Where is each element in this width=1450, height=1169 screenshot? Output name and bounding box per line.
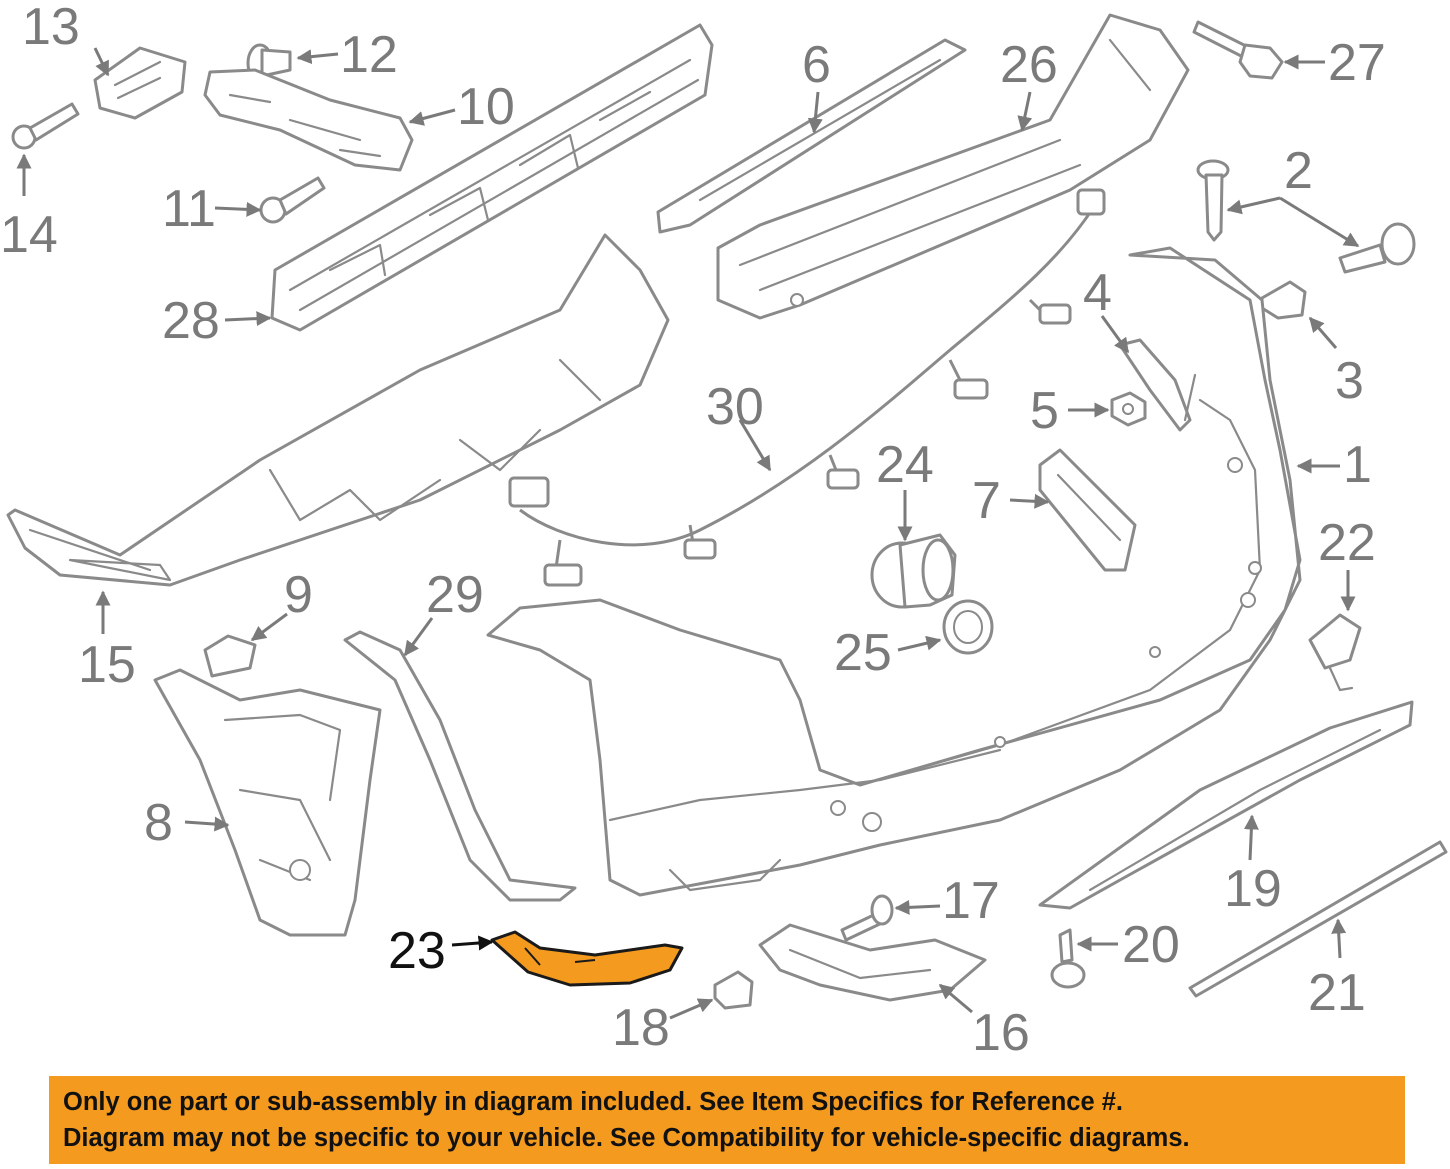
part-8-side-bracket bbox=[153, 668, 382, 937]
callout-29: 29 bbox=[426, 566, 484, 624]
callout-25: 25 bbox=[834, 624, 892, 682]
callout-9: 9 bbox=[284, 566, 313, 624]
callout-30: 30 bbox=[706, 378, 764, 436]
part-23-reflector bbox=[490, 930, 684, 987]
part-17-screw bbox=[840, 894, 894, 942]
callout-18: 18 bbox=[612, 999, 670, 1057]
part-4-bracket bbox=[1118, 338, 1192, 432]
callout-22: 22 bbox=[1318, 514, 1376, 572]
callout-1: 1 bbox=[1343, 436, 1372, 494]
part-5-nut bbox=[1110, 391, 1147, 427]
callout-24: 24 bbox=[876, 436, 934, 494]
part-26-reinforcement bbox=[716, 13, 1190, 320]
callout-12: 12 bbox=[340, 26, 398, 84]
part-21-strip bbox=[1188, 840, 1448, 998]
part-30-harness bbox=[508, 188, 1106, 587]
callout-17: 17 bbox=[942, 872, 1000, 930]
part-10-bracket bbox=[203, 68, 414, 172]
part-11-screw bbox=[259, 176, 326, 224]
part-19-valance bbox=[1038, 700, 1414, 910]
part-25-ring bbox=[942, 599, 994, 655]
callout-14: 14 bbox=[0, 206, 58, 264]
part-14-screw bbox=[11, 102, 80, 150]
disclaimer-banner: Only one part or sub-assembly in diagram… bbox=[49, 1076, 1405, 1164]
part-28-absorber bbox=[270, 23, 714, 332]
part-13-bracket bbox=[93, 46, 187, 120]
part-9-clip bbox=[203, 634, 257, 678]
callout-10: 10 bbox=[457, 78, 515, 136]
callout-5: 5 bbox=[1030, 382, 1059, 440]
part-7-bezel bbox=[1038, 448, 1137, 572]
callout-3: 3 bbox=[1335, 352, 1364, 410]
disclaimer-line-1: Only one part or sub-assembly in diagram… bbox=[63, 1088, 1123, 1116]
callout-15: 15 bbox=[78, 636, 136, 694]
part-27-bolt bbox=[1192, 20, 1284, 80]
part-16-bracket bbox=[758, 923, 987, 1002]
callout-27: 27 bbox=[1328, 34, 1386, 92]
part-24-sensor bbox=[870, 533, 957, 609]
callout-2: 2 bbox=[1284, 142, 1313, 200]
callout-6: 6 bbox=[802, 36, 831, 94]
callout-13: 13 bbox=[22, 0, 80, 56]
callout-16: 16 bbox=[972, 1004, 1030, 1062]
part-20-screw bbox=[1050, 928, 1086, 989]
part-29-arch-trim bbox=[343, 630, 577, 902]
part-1-bumper-cover bbox=[486, 246, 1302, 897]
part-2-screws bbox=[1196, 159, 1416, 274]
callout-23: 23 bbox=[388, 922, 446, 980]
callout-20: 20 bbox=[1122, 916, 1180, 974]
callout-7: 7 bbox=[972, 472, 1001, 530]
part-15-lower-absorber bbox=[6, 233, 670, 587]
callout-19: 19 bbox=[1224, 860, 1282, 918]
part-18-clip bbox=[713, 970, 754, 1010]
part-22-cap bbox=[1308, 613, 1362, 692]
callout-26: 26 bbox=[1000, 36, 1058, 94]
callout-28: 28 bbox=[162, 292, 220, 350]
part-3-clip bbox=[1260, 280, 1307, 320]
callout-21: 21 bbox=[1308, 964, 1366, 1022]
disclaimer-line-2: Diagram may not be specific to your vehi… bbox=[63, 1124, 1190, 1152]
leader-lines bbox=[16, 47, 1360, 1020]
callout-11: 11 bbox=[162, 180, 216, 238]
callout-labels: 13 12 10 11 14 28 6 26 27 2 3 4 5 1 30 2… bbox=[0, 0, 1386, 1062]
callout-8: 8 bbox=[144, 794, 173, 852]
callout-4: 4 bbox=[1083, 264, 1112, 322]
